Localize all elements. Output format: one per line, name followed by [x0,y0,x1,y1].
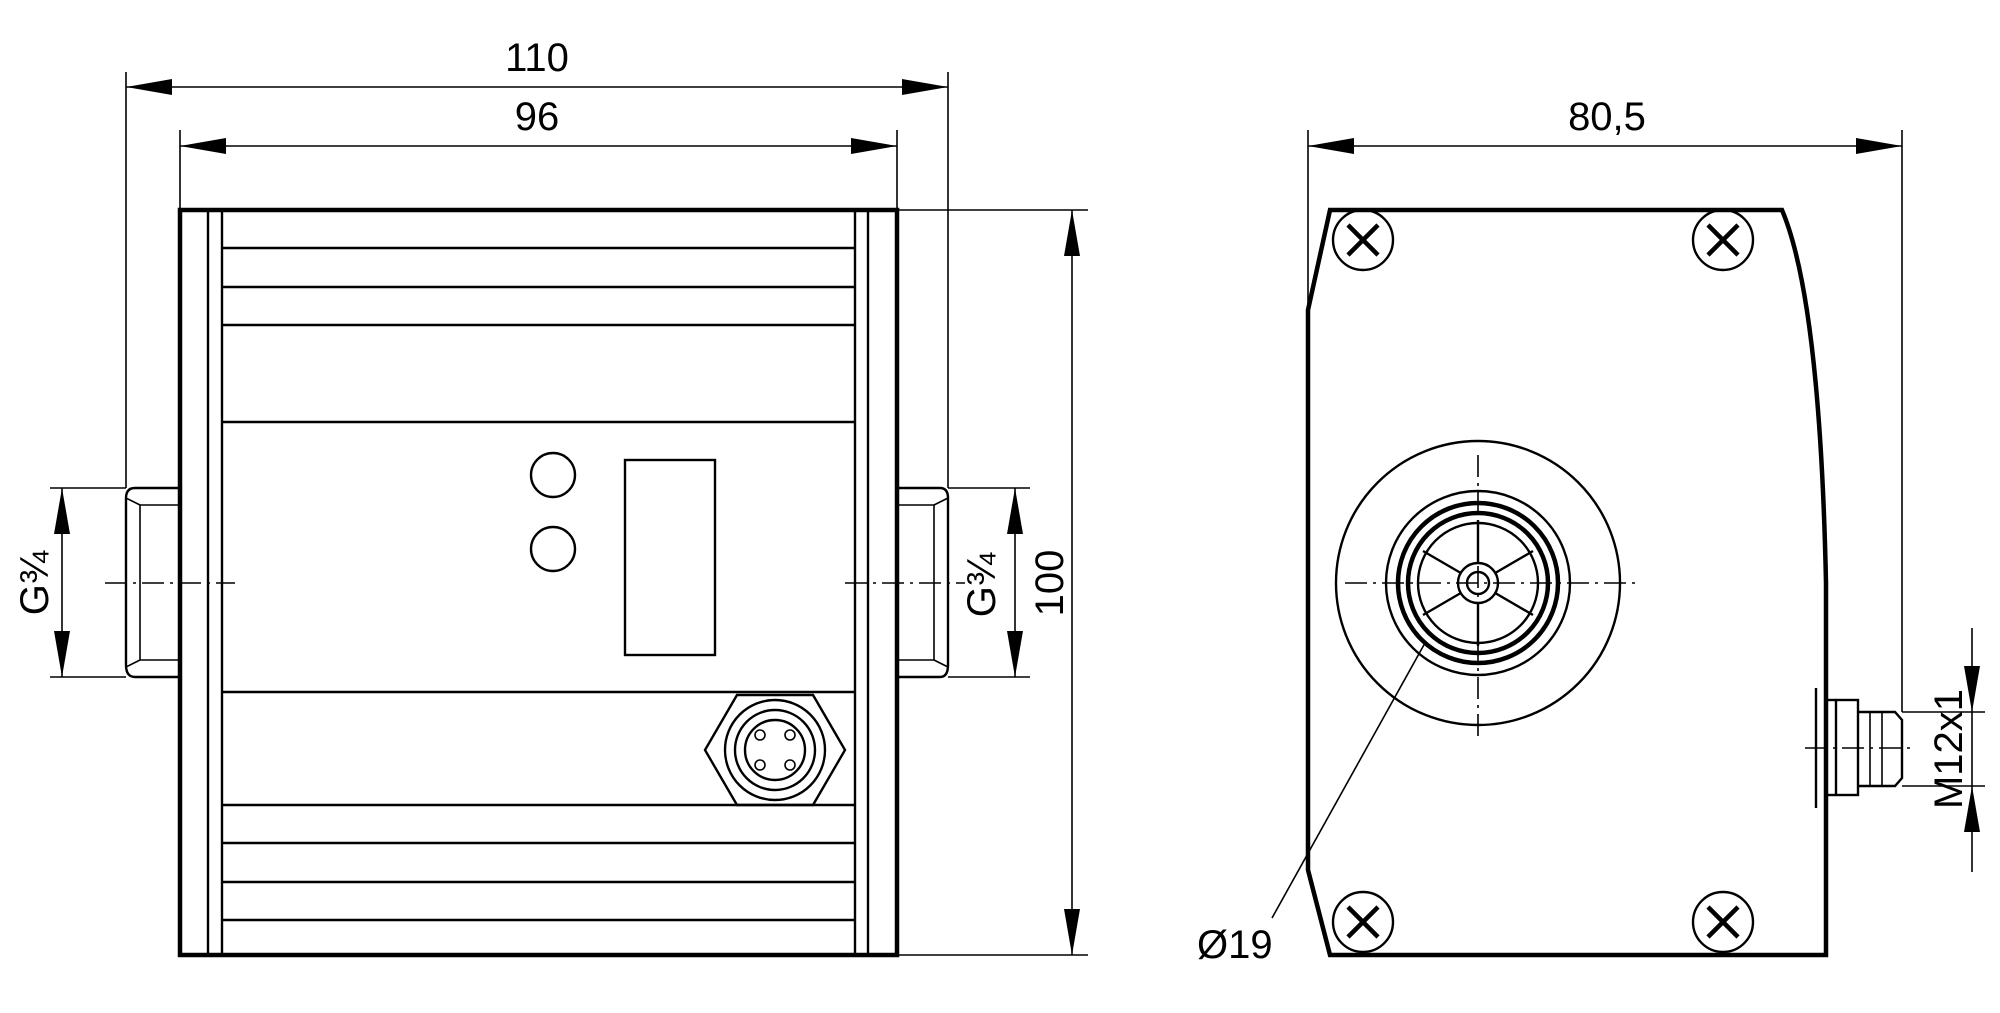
screw-icon [1331,890,1395,954]
side-connector [1805,688,1915,808]
dimension-connector-thread: M12x1 [1927,689,1971,809]
dimension-overall-width: 110 [505,36,569,80]
dimension-side-width: 80,5 [1568,95,1646,139]
front-view [105,207,965,958]
led-indicator [529,525,577,573]
led-indicator [529,451,577,499]
connector-front [703,693,847,807]
screw-icon [1691,208,1755,272]
dimension-bore-diameter: Ø19 [1197,923,1273,967]
side-dimensions: 80,5 M12x1 [1307,95,1985,872]
dimension-height: 100 [1028,550,1072,617]
left-port [105,486,235,679]
side-view: Ø19 [1197,207,1915,967]
dimension-body-width: 96 [515,95,560,139]
side-port [1334,439,1638,740]
dimension-thread-left: G¾ [13,550,57,615]
display-window [623,458,717,657]
screw-icon [1691,890,1755,954]
front-dimensions: 110 96 100 G¾ G¾ [13,36,1088,956]
side-body-outline [1305,207,1829,958]
screw-icon [1331,208,1395,272]
dimension-thread-right: G¾ [960,552,1004,617]
right-port [845,486,965,679]
